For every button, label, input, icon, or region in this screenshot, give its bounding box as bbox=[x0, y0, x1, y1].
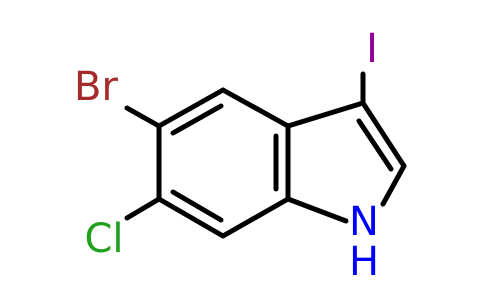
atom-label-h: H bbox=[349, 239, 379, 285]
benzene-ring bbox=[156, 87, 291, 239]
atom-label-br: Br bbox=[74, 64, 118, 110]
bond-c5-br bbox=[124, 105, 162, 129]
bond-n1-c7a bbox=[285, 196, 349, 224]
bond-c7-c7a bbox=[220, 196, 291, 239]
atom-label-n: N bbox=[349, 199, 379, 245]
double-bond-c3-c2 bbox=[356, 118, 394, 172]
bond-c2-n1 bbox=[380, 163, 407, 207]
bond-c3a-c4 bbox=[220, 87, 291, 129]
bond-c3-c2 bbox=[360, 100, 407, 169]
bond-c6-c7 bbox=[156, 196, 226, 239]
double-bond-c4-c5 bbox=[170, 103, 224, 136]
atom-label-i: I bbox=[366, 26, 378, 72]
double-bond-c6-c7 bbox=[170, 189, 224, 223]
pyrrole-ring bbox=[285, 100, 407, 224]
bond-c6-cl bbox=[124, 196, 162, 221]
atom-label-cl: Cl bbox=[84, 216, 123, 262]
bond-c3a-c3 bbox=[285, 100, 366, 129]
bond-c4-c5 bbox=[156, 87, 226, 129]
